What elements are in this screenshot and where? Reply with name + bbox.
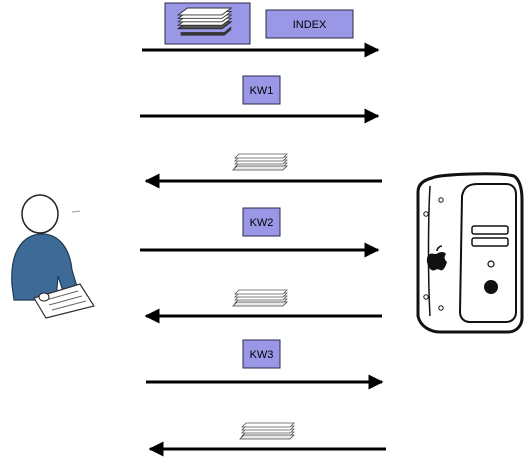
document-stack-icon [232, 153, 288, 171]
keyword-box-3: KW3 [242, 339, 281, 369]
index-label: INDEX [293, 19, 327, 31]
user-reading-icon [11, 194, 95, 319]
documents-box [164, 2, 251, 45]
index-box: INDEX [265, 9, 354, 39]
document-stack-icon [232, 289, 288, 307]
keyword-label-3: KW3 [250, 349, 274, 361]
computer-tower-icon [416, 172, 524, 334]
keyword-box-2: KW2 [242, 207, 281, 237]
keyword-label-2: KW2 [250, 217, 274, 229]
keyword-label-1: KW1 [250, 85, 274, 97]
document-stack-icon [176, 7, 233, 36]
keyword-box-1: KW1 [242, 75, 281, 105]
document-stack-icon [239, 422, 295, 440]
